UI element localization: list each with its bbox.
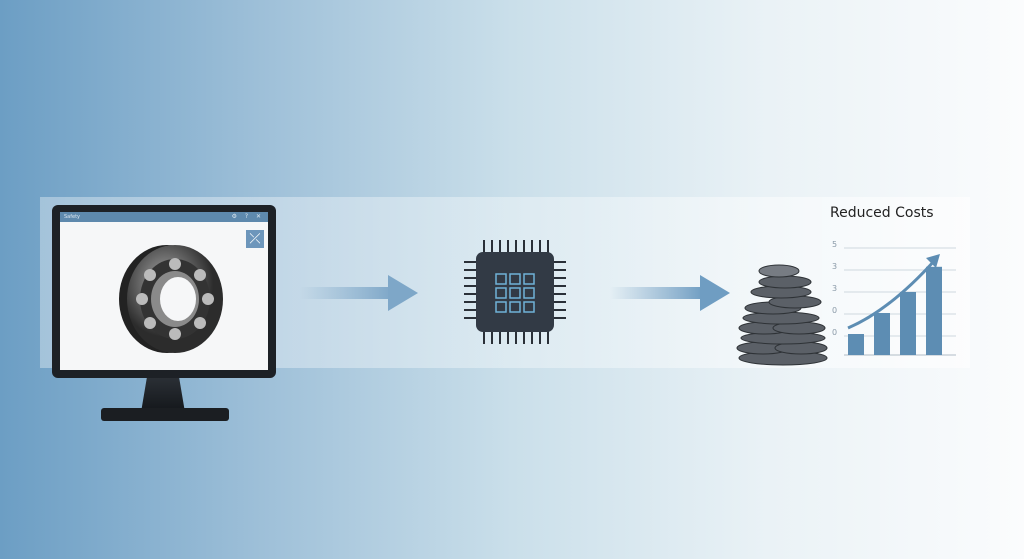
monitor-stand <box>141 378 185 410</box>
monitor-screen: Safety ⚙ ? ✕ ⤫ <box>60 212 268 370</box>
tick-label: 3 <box>832 262 838 271</box>
bar <box>874 313 890 355</box>
arrow-right-icon <box>610 275 730 311</box>
bar-chart <box>844 247 956 356</box>
trend-line <box>847 258 937 330</box>
bar <box>926 266 942 355</box>
ball-bearing-icon <box>119 245 223 353</box>
microchip-icon <box>464 240 566 344</box>
tick-label: 3 <box>832 284 838 293</box>
tick-label: 5 <box>832 240 838 249</box>
monitor-base <box>101 408 229 421</box>
window-title: Safety <box>64 214 80 220</box>
monitor: Safety ⚙ ? ✕ ⤫ <box>52 205 276 378</box>
chart-title: Reduced Costs <box>830 205 934 221</box>
titlebar-icons[interactable]: ⚙ ? ✕ <box>231 213 264 220</box>
bar <box>900 292 916 355</box>
tick-label: 0 <box>832 306 838 315</box>
arrow-right-icon <box>300 275 418 311</box>
trend-arrowhead <box>926 254 940 268</box>
tick-label: 0 <box>832 328 838 337</box>
window-titlebar: Safety ⚙ ? ✕ <box>60 212 268 222</box>
measure-tool-icon[interactable]: ⤫ <box>246 230 264 248</box>
bar <box>848 334 864 355</box>
coin-stack-icon <box>736 264 828 366</box>
